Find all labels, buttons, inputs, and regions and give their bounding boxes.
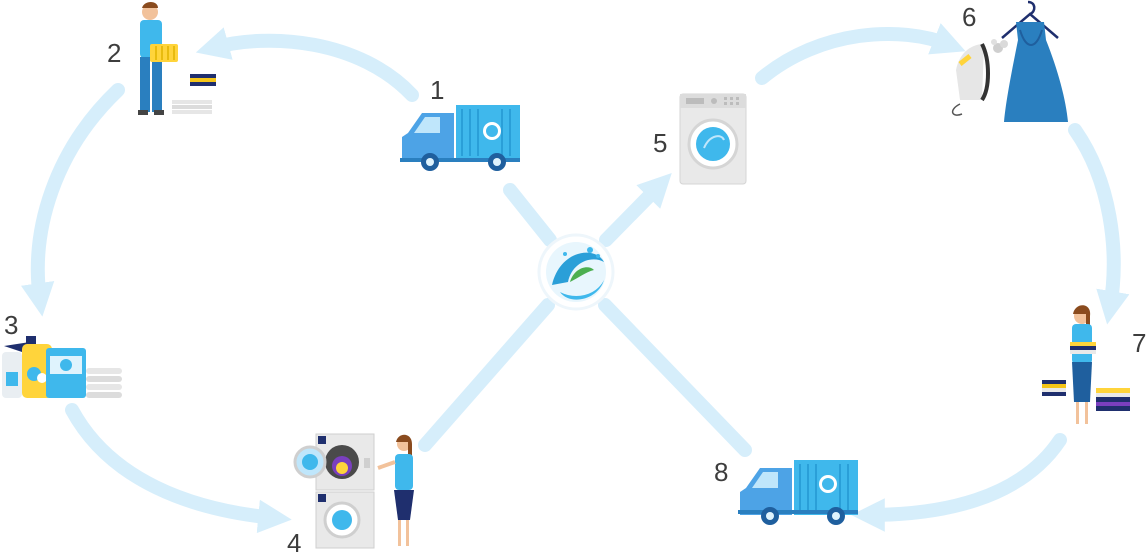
arrow-center-to-5 xyxy=(599,173,672,247)
arrow-6-to-7 xyxy=(1068,123,1130,325)
delivery-truck-icon xyxy=(400,105,520,171)
arrow-7-to-8 xyxy=(851,433,1067,532)
iron-and-dress-icon xyxy=(951,0,1068,122)
step-number-8: 8 xyxy=(714,457,729,487)
arrow-5-to-6 xyxy=(755,23,966,85)
arrow-1-to-center xyxy=(503,183,557,247)
detergents-icon xyxy=(2,336,122,398)
washing-machine-icon xyxy=(679,93,747,185)
flow-arrows xyxy=(21,23,1130,534)
step-number-7: 7 xyxy=(1132,328,1147,358)
arrow-center-to-8 xyxy=(598,298,752,457)
arrow-2-to-3 xyxy=(21,83,125,317)
delivery-truck-icon xyxy=(738,460,858,525)
step-number-6: 6 xyxy=(962,2,977,32)
step-number-1: 1 xyxy=(430,75,445,105)
laundry-machines-operator-icon xyxy=(293,433,414,549)
step-number-4: 4 xyxy=(287,528,302,558)
folded-clothes-worker-icon xyxy=(1042,305,1130,424)
step-number-3: 3 xyxy=(4,310,19,340)
arrow-4-to-center xyxy=(418,298,555,452)
step-number-5: 5 xyxy=(653,128,668,158)
courier-with-basket-icon xyxy=(138,2,216,115)
arrow-3-to-4 xyxy=(65,403,292,534)
step-number-2: 2 xyxy=(107,38,122,68)
arrow-1-to-2 xyxy=(195,27,419,102)
laundry-logo-icon xyxy=(537,233,615,311)
